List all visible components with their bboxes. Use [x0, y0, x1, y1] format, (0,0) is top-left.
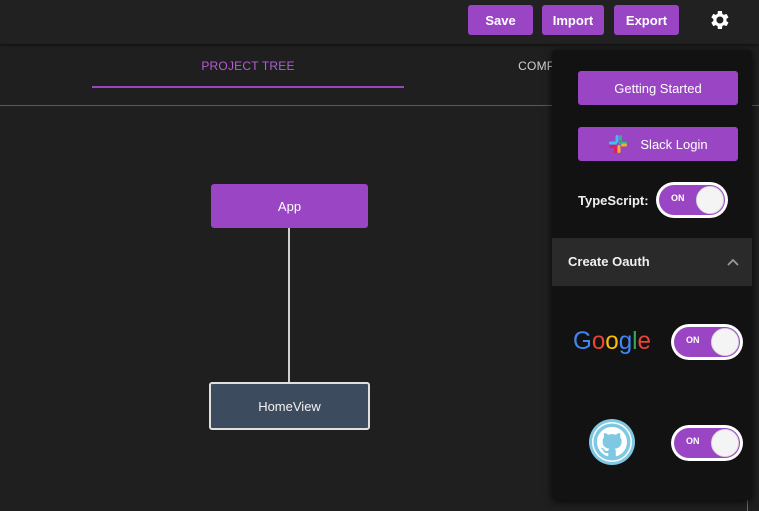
- slack-login-button[interactable]: Slack Login: [578, 127, 738, 161]
- gear-icon[interactable]: [707, 8, 731, 32]
- toggle-on-label: ON: [686, 335, 700, 345]
- tree-node-homeview[interactable]: HomeView: [209, 382, 370, 430]
- chevron-up-icon: [727, 258, 739, 266]
- toggle-on-label: ON: [671, 193, 685, 203]
- slack-icon: [609, 135, 628, 153]
- github-icon: [589, 419, 635, 465]
- toggle-knob: [711, 429, 739, 457]
- top-toolbar: Save Import Export: [0, 0, 759, 44]
- github-oauth-toggle[interactable]: ON: [671, 425, 743, 461]
- slack-login-label: Slack Login: [640, 136, 708, 152]
- tree-node-app[interactable]: App: [211, 184, 368, 228]
- google-oauth-toggle[interactable]: ON: [671, 324, 743, 360]
- create-oauth-accordion[interactable]: Create Oauth: [552, 238, 752, 286]
- create-oauth-title: Create Oauth: [568, 254, 650, 269]
- settings-panel: Getting Started Slack Login TypeScript: …: [552, 50, 752, 500]
- toggle-knob: [711, 328, 739, 356]
- import-button[interactable]: Import: [542, 5, 604, 35]
- getting-started-button[interactable]: Getting Started: [578, 71, 738, 105]
- svg-text:Google: Google: [573, 327, 651, 355]
- export-button[interactable]: Export: [614, 5, 679, 35]
- active-tab-indicator: [92, 86, 404, 88]
- typescript-toggle[interactable]: ON: [656, 182, 728, 218]
- save-button[interactable]: Save: [468, 5, 533, 35]
- typescript-label: TypeScript:: [578, 193, 649, 208]
- google-logo: Google: [573, 327, 651, 355]
- toggle-knob: [696, 186, 724, 214]
- tab-project-tree[interactable]: PROJECT TREE: [201, 59, 295, 73]
- panel-divider: [747, 498, 748, 511]
- tree-connector: [288, 227, 290, 383]
- toggle-on-label: ON: [686, 436, 700, 446]
